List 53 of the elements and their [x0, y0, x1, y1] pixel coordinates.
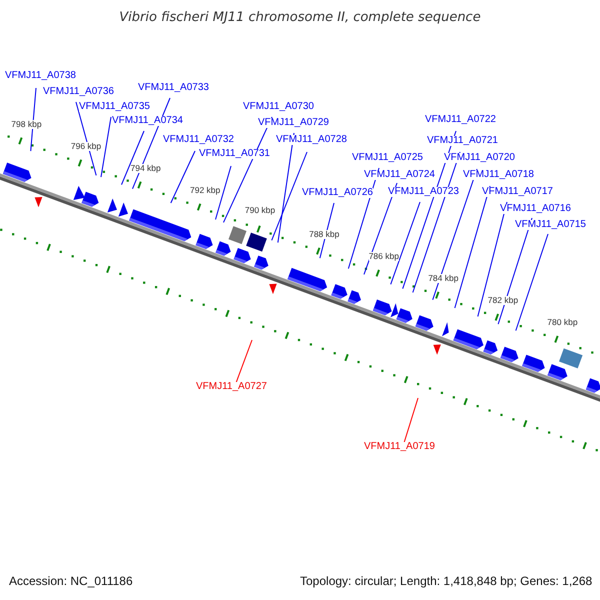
chart-title: Vibrio fischeri MJ11 chromosome II, complete sequence [118, 11, 482, 24]
gene-label: VFMJ11_A0731 [199, 149, 270, 159]
leader-line [432, 168, 478, 300]
leader-line [277, 132, 294, 244]
leader-line [454, 186, 490, 308]
scale-label: 798 kbp [11, 120, 42, 128]
gene-label: VFMJ11_A0722 [425, 115, 496, 125]
gene-label: VFMJ11_A0721 [427, 136, 498, 146]
leader-line [515, 234, 548, 332]
leader-line [215, 166, 232, 220]
gene-label: VFMJ11_A0726 [302, 188, 373, 198]
gene-label: VFMJ11_A0723 [388, 187, 459, 197]
gene-label: VFMJ11_A0732 [163, 135, 234, 145]
gene-label: VFMJ11_A0715 [515, 220, 586, 230]
scale-label: 782 kbp [488, 296, 518, 305]
leader-line [404, 398, 418, 444]
leader-line [412, 152, 460, 293]
gene-label: VFMJ11_A0727 [196, 382, 267, 392]
scale-label: 792 kbp [190, 186, 220, 195]
gene-label: VFMJ11_A0730 [243, 102, 314, 112]
gene-label: VFMJ11_A0716 [500, 204, 571, 214]
leader-line [319, 202, 334, 259]
sequence-info: Topology: circular; Length: 1,418,848 bp; Genes: 1,268 [300, 575, 592, 587]
scale-label: 794 kbp [130, 164, 161, 172]
gene-label: VFMJ11_A0736 [43, 87, 114, 97]
gene-label: VFMJ11_A0734 [112, 116, 183, 126]
gene-label: VFMJ11_A0735 [79, 102, 150, 112]
leader-line [121, 130, 144, 186]
gene-label: VFMJ11_A0733 [138, 83, 209, 93]
scale-label: 786 kbp [368, 252, 399, 261]
gene-label: VFMJ11_A0725 [352, 153, 423, 163]
leader-line [30, 88, 36, 152]
leader-line [76, 102, 97, 176]
gene-label: VFMJ11_A0717 [482, 187, 553, 197]
scale-label: 796 kbp [70, 142, 102, 150]
scale-label: 788 kbp [309, 230, 340, 239]
gene-label: VFMJ11_A0738 [5, 71, 76, 81]
leader-line [236, 340, 252, 384]
scale-label: 780 kbp [547, 318, 578, 327]
gene-label: VFMJ11_A0728 [276, 135, 347, 145]
leader-line [170, 150, 196, 204]
gene-label: VFMJ11_A0719 [364, 442, 435, 452]
leader-line [271, 152, 308, 241]
gene-label: VFMJ11_A0718 [463, 170, 534, 180]
scale-label: 790 kbp [244, 206, 276, 215]
leader-line [477, 202, 508, 317]
gene-label: VFMJ11_A0724 [364, 170, 435, 180]
accession-label: Accession: NC_011186 [9, 575, 133, 587]
gene-label: VFMJ11_A0720 [444, 153, 515, 163]
leader-line [100, 116, 112, 178]
gene-label: VFMJ11_A0729 [258, 118, 329, 128]
leader-line [390, 202, 420, 285]
scale-label: 784 kbp [428, 274, 458, 283]
